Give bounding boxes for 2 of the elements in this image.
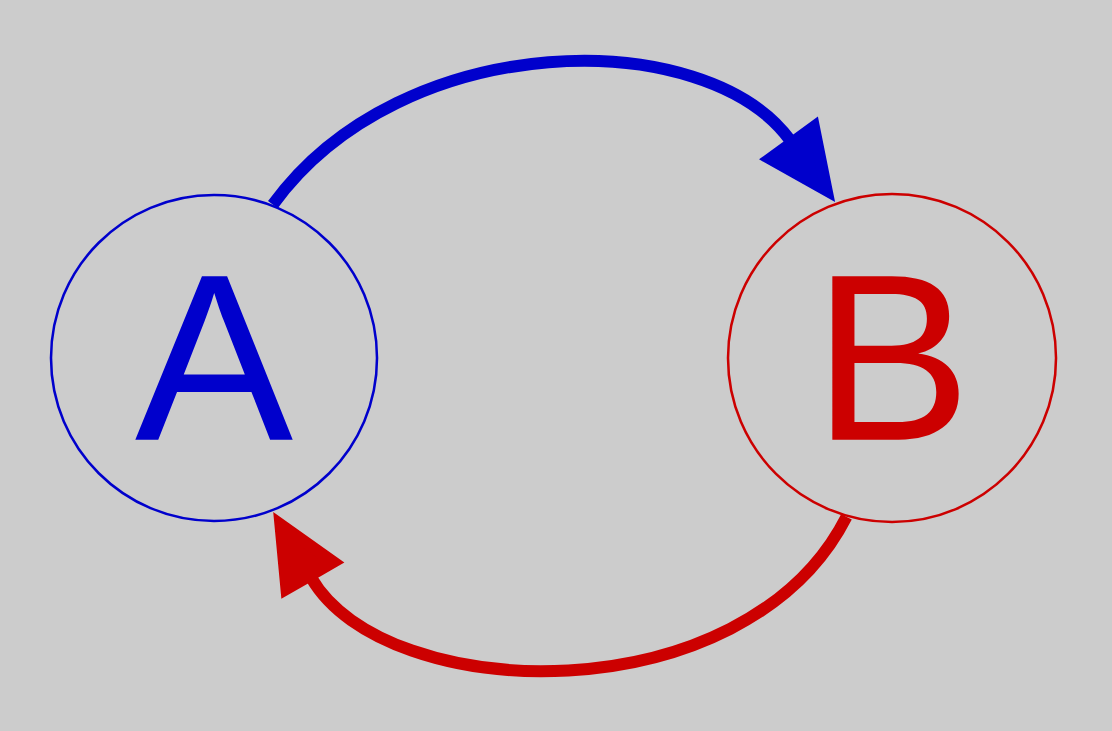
circle-node: A: [49, 193, 379, 523]
circle-node: B: [726, 192, 1058, 524]
